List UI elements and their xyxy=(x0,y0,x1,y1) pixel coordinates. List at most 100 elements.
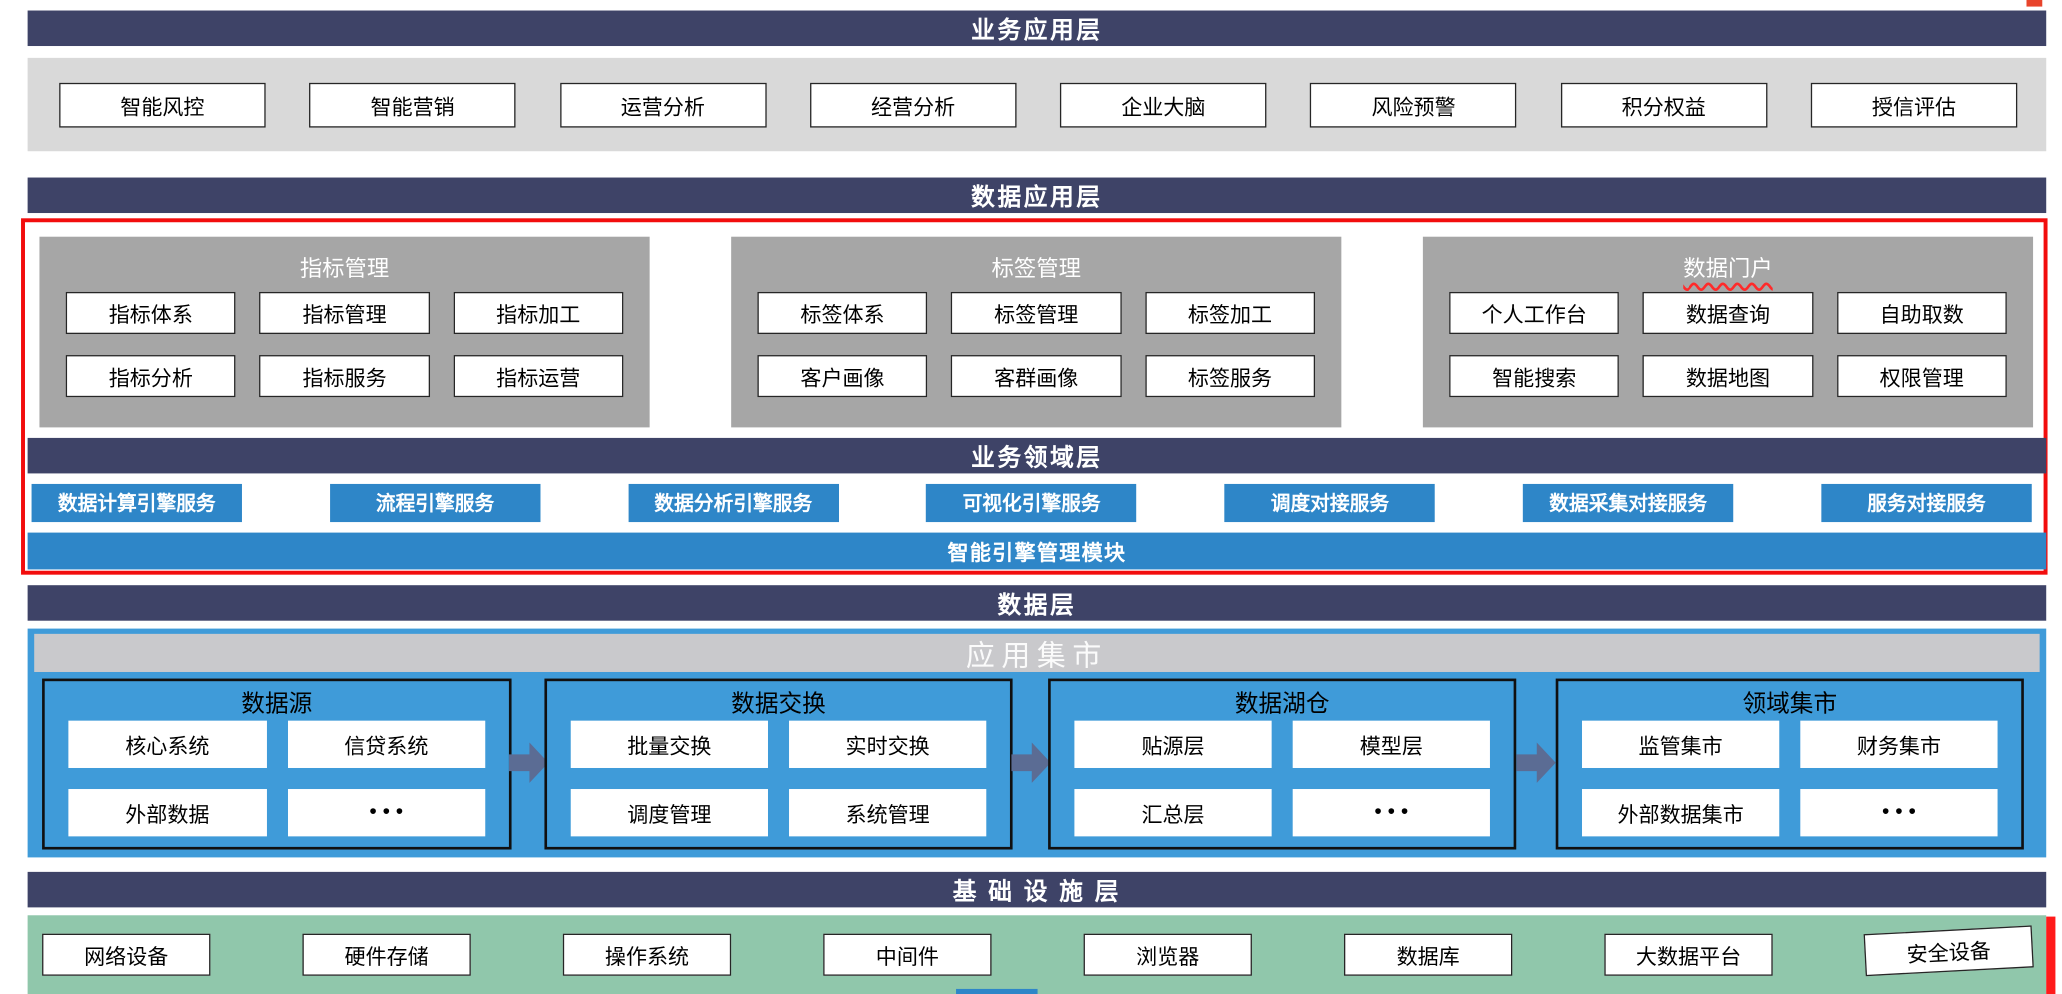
module-box-ellipsis: • • • xyxy=(1800,789,1998,837)
panel-title-tag-management: 标签管理 xyxy=(991,255,1081,281)
subpanel-grid: 监管集市 财务集市 外部数据集市 • • • xyxy=(1582,720,1998,837)
service-chip-process-engine: 流程引擎服务 xyxy=(329,483,541,523)
module-box: 自助取数 xyxy=(1836,291,2007,335)
panel-title-text: 数据门户 xyxy=(1683,255,1773,281)
subpanel-grid: 贴源层 模型层 汇总层 • • • xyxy=(1074,720,1490,837)
module-box: 指标服务 xyxy=(259,355,430,398)
module-box-smart-risk: 智能风控 xyxy=(59,82,266,127)
module-box: 标签管理 xyxy=(951,291,1122,335)
module-box-database: 数据库 xyxy=(1343,933,1513,976)
layer-header-data-application: 数据应用层 xyxy=(27,177,2047,214)
module-box: 财务集市 xyxy=(1800,720,1998,768)
panel-data-portal: 数据门户 个人工作台 数据查询 自助取数 智能搜索 数据地图 权限管理 xyxy=(1422,236,2034,428)
panel-title-data-portal: 数据门户 xyxy=(1423,237,2033,290)
layer-title-data-layer: 数据层 xyxy=(997,591,1077,618)
module-box: 标签加工 xyxy=(1144,291,1316,335)
module-box: 实时交换 xyxy=(789,720,987,768)
module-box-risk-alert: 风险预警 xyxy=(1310,82,1517,127)
module-box: 权限管理 xyxy=(1836,355,2007,398)
module-box: 调度管理 xyxy=(570,789,768,837)
panel-grid-data-portal: 个人工作台 数据查询 自助取数 智能搜索 数据地图 权限管理 xyxy=(1449,291,2007,398)
service-chip-scheduling: 调度对接服务 xyxy=(1224,483,1436,523)
layer-title-infrastructure: 基 础 设 施 层 xyxy=(952,877,1122,905)
module-box-security-device: 安全设备 xyxy=(1863,925,2034,977)
subpanel-data-lakehouse: 数据湖仓 贴源层 模型层 汇总层 • • • xyxy=(1048,678,1517,850)
layer-header-data-layer: 数据层 xyxy=(27,585,2047,621)
subpanel-grid: 批量交换 实时交换 调度管理 系统管理 xyxy=(570,720,987,837)
module-box: 客群画像 xyxy=(951,355,1122,398)
module-box: 智能搜索 xyxy=(1449,355,1620,398)
module-box-hardware-storage: 硬件存储 xyxy=(302,933,471,976)
module-box: 贴源层 xyxy=(1074,720,1272,768)
layer-title-business-domain: 业务领域层 xyxy=(971,443,1103,471)
subpanel-title-data-exchange: 数据交换 xyxy=(731,689,826,717)
engine-services-row: 数据计算引擎服务 流程引擎服务 数据分析引擎服务 可视化引擎服务 调度对接服务 … xyxy=(31,483,2032,523)
flow-arrow-icon xyxy=(1516,742,1556,783)
subpanel-grid: 核心系统 信贷系统 外部数据 • • • xyxy=(68,720,486,837)
module-box: 批量交换 xyxy=(570,720,768,768)
panel-grid-indicator-management: 指标体系 指标管理 指标加工 指标分析 指标服务 指标运营 xyxy=(65,291,624,398)
subpanel-domain-mart: 领域集市 监管集市 财务集市 外部数据集市 • • • xyxy=(1555,678,2024,850)
service-chip-service-integration: 服务对接服务 xyxy=(1821,483,2032,523)
module-box: 指标分析 xyxy=(65,355,236,398)
engine-management-module-bar: 智能引擎管理模块 xyxy=(27,532,2047,570)
panel-grid-tag-management: 标签体系 标签管理 标签加工 客户画像 客群画像 标签服务 xyxy=(757,291,1316,398)
module-box-enterprise-brain: 企业大脑 xyxy=(1060,82,1267,127)
service-chip-data-collection: 数据采集对接服务 xyxy=(1523,483,1734,523)
module-box-business-analysis: 经营分析 xyxy=(809,82,1017,127)
flow-arrow-icon xyxy=(1011,742,1051,783)
module-box: 核心系统 xyxy=(68,720,267,768)
module-box-bigdata-platform: 大数据平台 xyxy=(1604,933,1773,976)
infrastructure-band: 网络设备 硬件存储 操作系统 中间件 浏览器 数据库 大数据平台 安全设备 xyxy=(27,915,2047,994)
module-box-network-device: 网络设备 xyxy=(42,933,211,976)
module-box: 数据地图 xyxy=(1642,355,1814,398)
module-box-middleware: 中间件 xyxy=(823,933,992,976)
subpanel-data-source: 数据源 核心系统 信贷系统 外部数据 • • • xyxy=(42,678,512,850)
layer-header-infrastructure: 基 础 设 施 层 xyxy=(27,871,2047,908)
panel-indicator-management: 指标管理 指标体系 指标管理 指标加工 指标分析 指标服务 指标运营 xyxy=(39,236,650,428)
business-application-band: 智能风控 智能营销 运营分析 经营分析 企业大脑 风险预警 积分权益 授信评估 xyxy=(27,57,2047,152)
flow-arrow-icon xyxy=(508,742,549,783)
layer-title-data-application: 数据应用层 xyxy=(971,183,1103,210)
subpanel-title-data-source: 数据源 xyxy=(241,689,313,717)
module-box: 汇总层 xyxy=(1074,789,1272,837)
panel-title-indicator-management: 指标管理 xyxy=(299,255,390,281)
data-layer-panel: 应用集市 数据源 核心系统 信贷系统 外部数据 • • • 数据交换 批量交换 … xyxy=(27,628,2047,858)
service-chip-analysis-engine: 数据分析引擎服务 xyxy=(628,483,839,523)
module-box: 外部数据 xyxy=(68,789,267,837)
module-box: 标签体系 xyxy=(757,291,928,335)
module-box: 外部数据集市 xyxy=(1582,789,1780,837)
module-box: 个人工作台 xyxy=(1449,291,1620,335)
module-box: 标签服务 xyxy=(1144,355,1316,398)
layer-header-business-application: 业务应用层 xyxy=(27,10,2047,47)
red-mark-artifact xyxy=(2026,0,2043,7)
module-box: 指标运营 xyxy=(453,355,624,398)
module-box: 模型层 xyxy=(1292,720,1490,768)
module-box-credit-evaluation: 授信评估 xyxy=(1810,82,2018,127)
module-box: 数据查询 xyxy=(1642,291,1814,335)
blue-dash-artifact xyxy=(956,988,1038,994)
red-bar-artifact xyxy=(2046,916,2056,994)
module-box-browser: 浏览器 xyxy=(1083,933,1252,976)
module-box: 系统管理 xyxy=(789,789,987,837)
layer-title-business-application: 业务应用层 xyxy=(971,16,1103,43)
module-box-ellipsis: • • • xyxy=(1292,789,1490,837)
module-box: 监管集市 xyxy=(1582,720,1780,768)
module-box: 客户画像 xyxy=(757,355,928,398)
module-box-operation-analysis: 运营分析 xyxy=(559,82,767,127)
module-box: 指标体系 xyxy=(65,291,236,335)
annotation-red-frame xyxy=(21,218,2048,575)
module-box-operating-system: 操作系统 xyxy=(562,933,732,976)
application-mart-header: 应用集市 xyxy=(34,633,2040,672)
module-box-points-rights: 积分权益 xyxy=(1560,82,1768,127)
subpanel-data-exchange: 数据交换 批量交换 实时交换 调度管理 系统管理 xyxy=(544,678,1013,850)
module-box: 信贷系统 xyxy=(287,720,486,768)
subpanel-title-domain-mart: 领域集市 xyxy=(1742,689,1838,717)
layer-header-business-domain: 业务领域层 xyxy=(27,437,2047,474)
module-box-ellipsis: • • • xyxy=(287,789,486,837)
subpanel-title-data-lakehouse: 数据湖仓 xyxy=(1234,689,1330,717)
module-box: 指标管理 xyxy=(259,291,430,335)
service-chip-compute-engine: 数据计算引擎服务 xyxy=(31,483,242,523)
